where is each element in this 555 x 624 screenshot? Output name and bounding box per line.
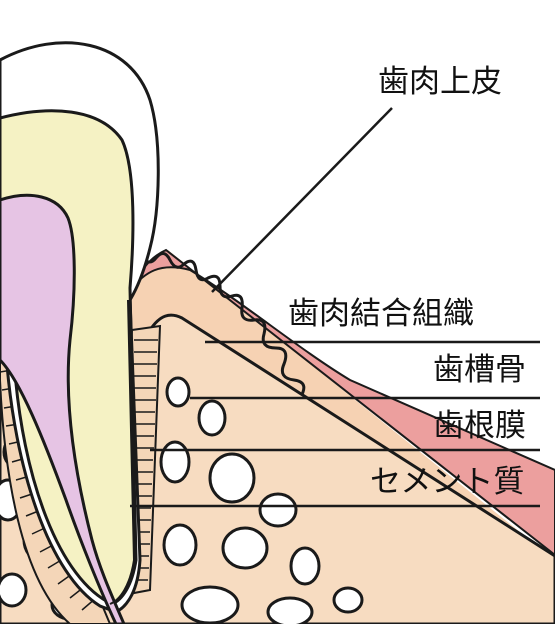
label-gingival-epithelium: 歯肉上皮 — [378, 64, 502, 100]
label-leader-lines — [130, 107, 540, 508]
pulp — [0, 193, 126, 624]
gingival-epithelium — [129, 248, 555, 557]
label-gingival-connective-tissue: 歯肉結合組織 — [288, 296, 474, 332]
cementum-line — [109, 299, 136, 605]
label-alveolar-bone: 歯槽骨 — [433, 352, 526, 388]
label-periodontal-ligament: 歯根膜 — [433, 408, 526, 444]
label-cementum: セメント質 — [370, 464, 524, 500]
leader-gingival-epithelium — [211, 107, 393, 293]
